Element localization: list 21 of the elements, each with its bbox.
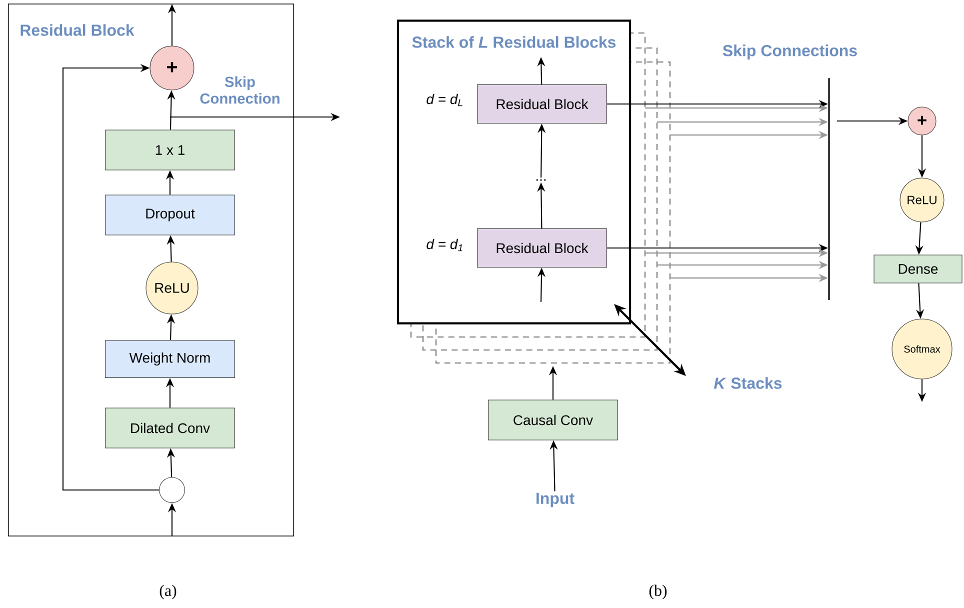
ellipsis: ... xyxy=(536,179,546,181)
input-label: Input xyxy=(536,492,574,508)
layer-box: Weight Norm xyxy=(105,340,235,378)
block-box: Residual Block xyxy=(477,228,607,268)
dense-box: Dense xyxy=(874,254,962,284)
edge-label: Skip Connection xyxy=(200,76,280,104)
block-box: Residual Block xyxy=(477,84,607,124)
arrow xyxy=(62,64,160,491)
layer-box: Dropout xyxy=(105,194,235,236)
depth-label: d = d$_{1}$ xyxy=(426,238,462,252)
panel-heading: Stack of L Residual Blocks xyxy=(412,36,616,48)
conv-box: Causal Conv xyxy=(488,400,618,440)
panel-heading: Residual Block xyxy=(20,24,134,36)
panel-label: (a) xyxy=(160,584,176,600)
junction-circle xyxy=(159,477,185,503)
panel-label: (b) xyxy=(649,584,667,600)
conv-box: 1 x 1 xyxy=(105,130,235,170)
depth-label: d = d$_{L}$ xyxy=(426,94,462,106)
conv-box: Dilated Conv xyxy=(105,408,235,448)
stack-count-label: K Stacks xyxy=(714,377,782,389)
panel-heading: Skip Connections xyxy=(722,44,857,60)
